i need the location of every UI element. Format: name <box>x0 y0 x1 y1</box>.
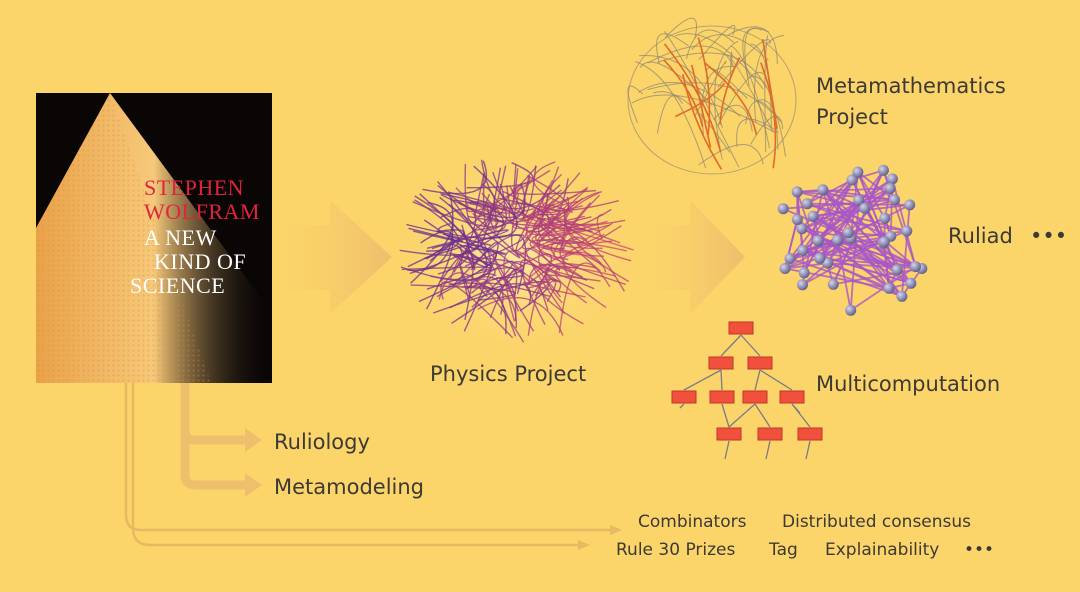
metamathematics-label-line2: Project <box>816 105 888 129</box>
book-title-line1: A NEW <box>144 225 217 250</box>
multicomputation-tree-image <box>671 321 823 460</box>
project-rule30-prizes: Rule 30 Prizes <box>616 540 736 560</box>
ruliology-label: Ruliology <box>274 430 370 454</box>
book-title-line3: SCIENCE <box>130 273 226 298</box>
book-title-line2: KIND OF <box>154 249 247 274</box>
physics-project-label: Physics Project <box>430 362 587 386</box>
metamathematics-label-line1: Metamathematics <box>816 74 1006 98</box>
ruliad-more-ellipsis: ••• <box>1030 224 1068 248</box>
ruliad-label: Ruliad <box>948 224 1013 248</box>
metamathematics-graph-image <box>627 17 797 175</box>
multicomputation-label: Multicomputation <box>816 372 1001 396</box>
arrow-to-ruliad <box>640 200 745 314</box>
book-author-line1: STEPHEN <box>144 175 245 200</box>
metamodeling-label: Metamodeling <box>274 475 425 499</box>
project-distributed-consensus: Distributed consensus <box>782 512 972 532</box>
project-explainability: Explainability <box>825 540 940 560</box>
projects-more-ellipsis: ••• <box>964 540 995 560</box>
branch-arrows <box>124 383 622 550</box>
book-author-line2: WOLFRAM <box>144 199 260 224</box>
nks-book-cover: STEPHEN WOLFRAM A NEW KIND OF SCIENCE <box>36 93 272 383</box>
physics-network-image <box>385 145 645 365</box>
arrow-to-physics <box>272 200 392 314</box>
project-combinators: Combinators <box>638 512 747 532</box>
ruliad-graph-image <box>777 164 928 316</box>
book-cover-art <box>36 93 272 383</box>
project-tag: Tag <box>769 540 798 560</box>
